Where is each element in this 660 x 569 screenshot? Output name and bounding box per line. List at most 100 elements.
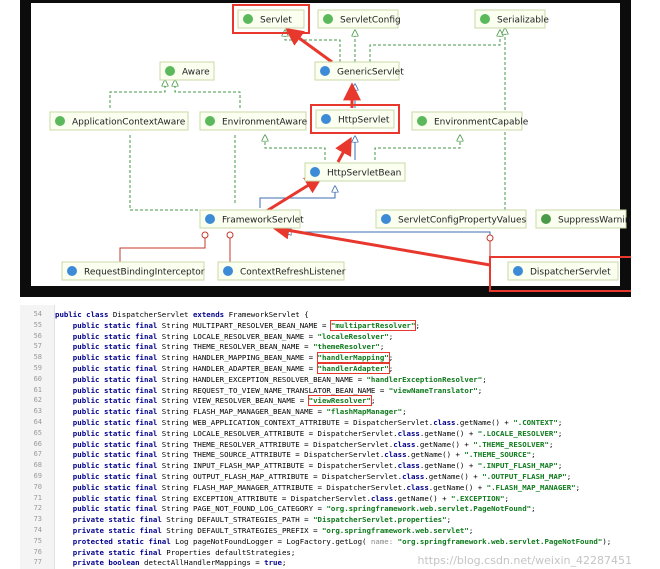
interface-icon: [205, 116, 215, 126]
line-number: 73: [33, 515, 42, 524]
code-line[interactable]: 73 private static final String DEFAULT_S…: [20, 514, 640, 525]
node-http-servlet-bean[interactable]: HttpServletBean: [304, 162, 406, 182]
code-token: String OUTPUT_FLASH_MAP_ATTRIBUTE = Disp…: [161, 472, 403, 481]
node-suppress-warnings[interactable]: SuppressWarnings: [535, 209, 631, 229]
node-context-refresh-listener[interactable]: ContextRefreshListener: [217, 261, 346, 281]
class-icon: [223, 266, 233, 276]
code-token: FrameworkServlet {: [228, 310, 309, 319]
code-line[interactable]: 54 public class DispatcherServlet extends…: [20, 309, 640, 320]
node-application-context-aware[interactable]: ApplicationContextAware: [49, 111, 189, 131]
code-token: ;: [531, 504, 536, 514]
code-line[interactable]: 65 public static final String LOCALE_RES…: [20, 428, 640, 439]
code-line[interactable]: 64 public static final String WEB_APPLIC…: [20, 417, 640, 428]
node-label: HttpServlet: [338, 116, 390, 126]
code-token: ;: [477, 385, 483, 395]
keyword: public static final: [55, 418, 162, 427]
code-line[interactable]: 60 public static final String HANDLER_EX…: [20, 374, 640, 385]
highlight-box: [489, 256, 631, 292]
code-token: String HANDLER_EXCEPTION_RESOLVER_BEAN_N…: [161, 374, 367, 384]
code-line[interactable]: 74 private static final String DEFAULT_S…: [20, 525, 640, 536]
code-text: public static final String EXCEPTION_ATT…: [55, 493, 509, 504]
node-servlet[interactable]: Servlet: [232, 4, 310, 34]
inner-class-lines: [119, 231, 494, 262]
keyword: protected static final: [55, 536, 176, 546]
code-text: public static final String THEME_RESOLVE…: [55, 341, 385, 352]
keyword: public static final: [55, 428, 162, 438]
code-line[interactable]: 68 public static final String INPUT_FLAS…: [20, 460, 640, 471]
highlight-box: [310, 104, 400, 134]
line-number: 58: [33, 353, 42, 362]
node-environment-capable[interactable]: EnvironmentCapable: [411, 111, 529, 131]
keyword: public static final: [55, 482, 162, 492]
code-line[interactable]: 55 public static final String MULTIPART_…: [20, 319, 640, 331]
code-line[interactable]: 61 public static final String REQUEST_TO…: [20, 385, 640, 396]
line-number: 66: [33, 439, 42, 448]
code-editor[interactable]: 54 public class DispatcherServlet extends…: [20, 305, 640, 569]
code-token: ;: [548, 439, 554, 449]
interface-icon: [480, 14, 490, 24]
keyword: private boolean: [55, 558, 144, 568]
code-token: String DEFAULT_STRATEGIES_PATH =: [166, 515, 314, 525]
code-text: public class DispatcherServlet extends F…: [55, 309, 309, 320]
keyword: class: [406, 482, 429, 492]
node-label: ApplicationContextAware: [72, 118, 186, 128]
code-token: Properties defaultStrategies;: [166, 547, 296, 557]
code-text: public static final String INPUT_FLASH_M…: [55, 460, 562, 471]
keyword: public static final: [55, 320, 162, 330]
code-line[interactable]: 56 public static final String LOCALE_RES…: [20, 331, 640, 342]
code-line[interactable]: 57 public static final String THEME_RESO…: [20, 341, 640, 352]
code-text: public static final String LOCALE_RESOLV…: [55, 331, 393, 342]
code-text: public static final String FLASH_MAP_MAN…: [55, 482, 580, 493]
string-literal: "handlerExceptionResolver": [366, 374, 483, 384]
keyword: public static final: [55, 461, 162, 471]
code-line[interactable]: 71 public static final String EXCEPTION_…: [20, 493, 640, 504]
string-literal: ".CONTEXT": [513, 418, 558, 427]
node-serializable[interactable]: Serializable: [474, 9, 549, 29]
node-servlet-config[interactable]: ServletConfig: [317, 9, 401, 29]
code-line[interactable]: 72 public static final String PAGE_NOT_F…: [20, 503, 640, 514]
code-token: ;: [388, 353, 394, 363]
code-line[interactable]: 76 private static final Properties defau…: [20, 547, 640, 558]
node-aware[interactable]: Aware: [159, 61, 215, 81]
code-token: .getName() +: [455, 418, 514, 427]
line-number: 54: [33, 310, 42, 318]
node-environment-aware[interactable]: EnvironmentAware: [199, 111, 308, 131]
line-number: 68: [33, 461, 42, 470]
code-token: String THEME_SOURCE_ATTRIBUTE = Dispatch…: [161, 450, 385, 460]
node-label: FrameworkServlet: [222, 216, 304, 226]
code-line[interactable]: 77 private boolean detectAllHandlerMappi…: [20, 557, 640, 568]
keyword: private static final: [55, 515, 167, 525]
node-servlet-config-property-values[interactable]: ServletConfigPropertyValues: [375, 209, 527, 229]
code-line[interactable]: 59 public static final String HANDLER_AD…: [20, 363, 640, 374]
code-token: ;: [482, 374, 487, 384]
code-token: ;: [415, 320, 420, 330]
node-generic-servlet[interactable]: GenericServlet: [314, 61, 404, 81]
code-line[interactable]: 66 public static final String THEME_RESO…: [20, 439, 640, 450]
code-line[interactable]: 63 public static final String FLASH_MAP_…: [20, 406, 640, 417]
node-dispatcher-servlet[interactable]: DispatcherServlet: [489, 256, 631, 292]
code-line[interactable]: 62 public static final String VIEW_RESOL…: [20, 395, 640, 407]
code-line[interactable]: 58 public static final String HANDLER_MA…: [20, 352, 640, 364]
code-line[interactable]: 69 public static final String OUTPUT_FLA…: [20, 471, 640, 482]
code-text: public static final String PAGE_NOT_FOUN…: [55, 503, 536, 514]
code-line[interactable]: 70 public static final String FLASH_MAP_…: [20, 482, 640, 493]
keyword: class: [397, 428, 420, 438]
code-token: ;: [388, 364, 394, 373]
code-text: public static final String FLASH_MAP_MAN…: [55, 406, 407, 417]
code-token: String HANDLER_ADAPTER_BEAN_NAME =: [161, 364, 318, 373]
code-line[interactable]: 67 public static final String THEME_SOUR…: [20, 449, 640, 460]
code-token: ;: [531, 450, 536, 460]
class-icon: [541, 214, 551, 224]
string-literal: ".INPUT_FLASH_MAP": [477, 461, 558, 471]
class-icon: [320, 66, 330, 76]
keyword: class: [397, 461, 420, 471]
node-framework-servlet[interactable]: FrameworkServlet: [199, 209, 304, 229]
class-icon: [513, 266, 523, 276]
code-line[interactable]: 75 protected static final Log pageNotFou…: [20, 536, 640, 547]
node-request-binding-interceptor[interactable]: RequestBindingInterceptor: [61, 261, 205, 281]
code-token: .getName() +: [419, 461, 478, 471]
code-text: private boolean detectAllHandlerMappings…: [55, 557, 287, 568]
code-text: public static final String WEB_APPLICATI…: [55, 417, 562, 428]
node-http-servlet[interactable]: HttpServlet: [310, 104, 400, 134]
code-token: .getName() +: [393, 493, 452, 503]
